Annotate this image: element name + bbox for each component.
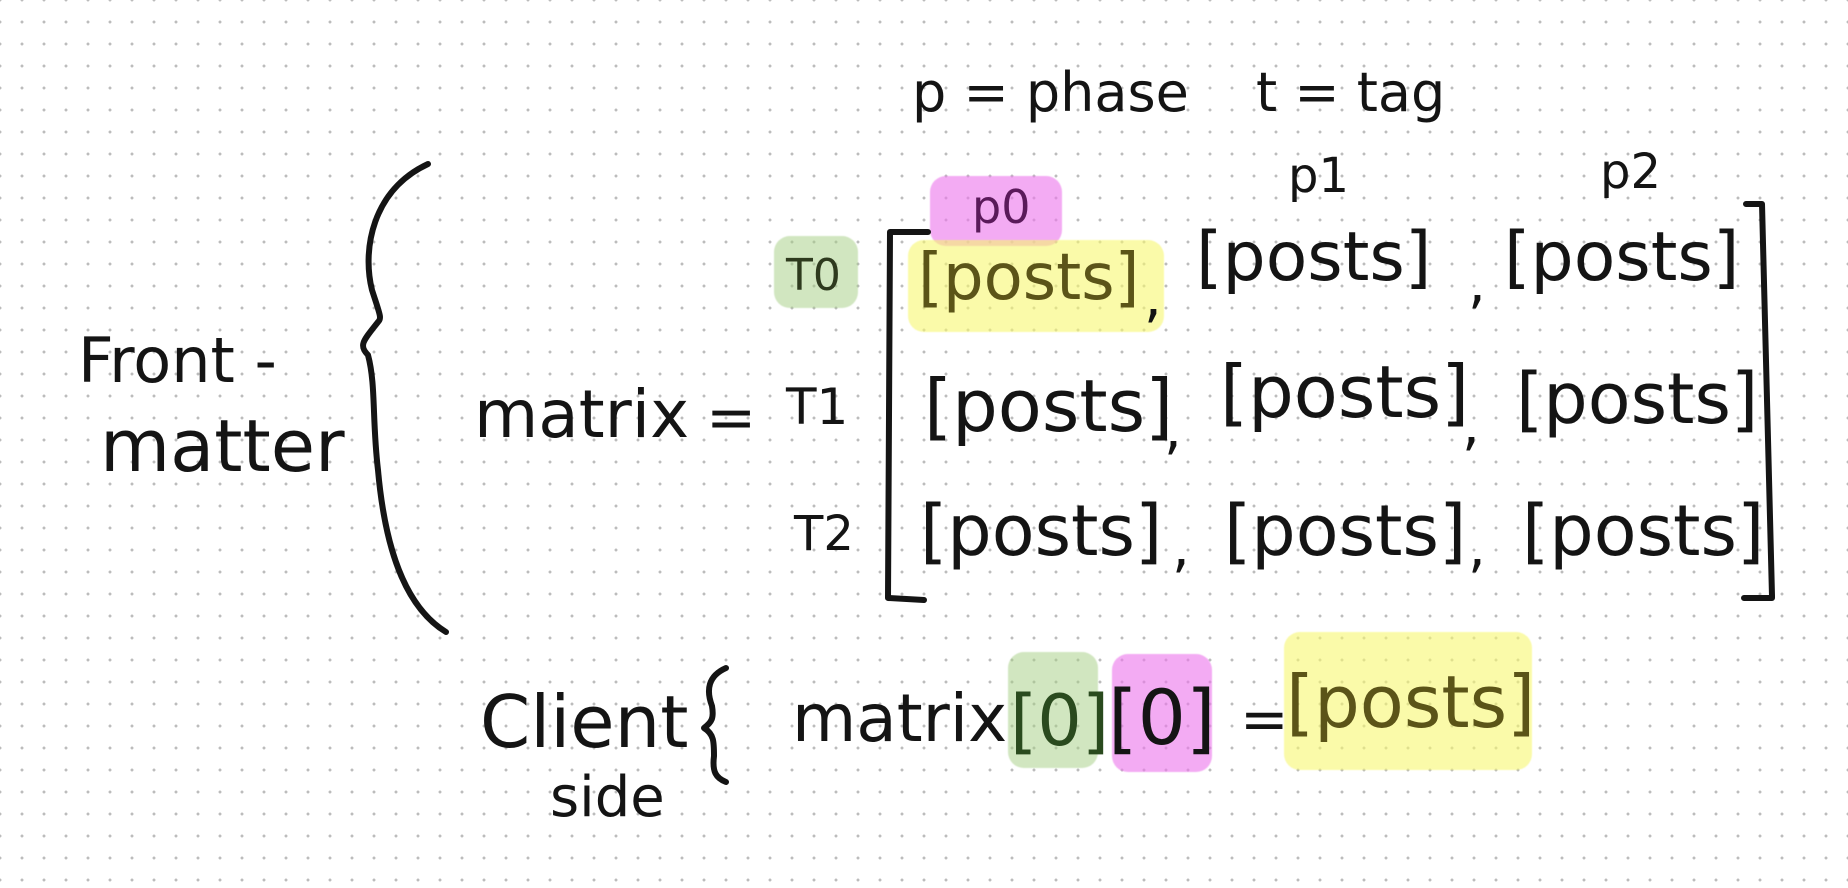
tag-index-highlight xyxy=(1008,652,1098,768)
client-side-label-line2: side xyxy=(550,765,665,830)
cell-separator: , xyxy=(1462,393,1480,458)
column-header-p2: p2 xyxy=(1600,144,1662,200)
result-highlight-client xyxy=(1284,632,1532,770)
matrix-cell-t0-p1: [posts] xyxy=(1196,218,1432,297)
front-matter-label-line1: Front - xyxy=(78,324,277,397)
cell-separator: , xyxy=(1144,265,1162,330)
client-expr-name: matrix xyxy=(792,680,1008,757)
client-expr-equals: = xyxy=(1240,685,1289,753)
cell-separator: , xyxy=(1164,397,1182,462)
matrix-cell-t1-p1: [posts] xyxy=(1220,350,1470,434)
cell-separator: , xyxy=(1468,515,1486,580)
client-expr-tag-index: [0] xyxy=(1010,680,1110,762)
column-header-p0: p0 xyxy=(972,180,1031,234)
client-expr-result: [posts] xyxy=(1286,660,1536,744)
client-side-brace xyxy=(701,665,729,785)
phase-highlight-p0 xyxy=(930,176,1062,246)
matrix-cell-t1-p2: [posts] xyxy=(1516,358,1759,440)
front-matter-label-line2: matter xyxy=(100,404,345,488)
legend-tag: t = tag xyxy=(1256,61,1446,124)
front-matter-brace xyxy=(360,161,449,635)
client-side-label-line1: Client xyxy=(480,680,689,764)
phase-index-highlight xyxy=(1112,654,1212,772)
legend-phase: p = phase xyxy=(912,61,1189,124)
matrix-equals: = xyxy=(706,383,757,453)
matrix-cell-t2-p0: [posts] xyxy=(920,490,1163,572)
cell-separator: , xyxy=(1172,515,1190,580)
matrix-cell-t0-p2: [posts] xyxy=(1504,218,1740,297)
row-label-t2: T2 xyxy=(794,506,854,562)
matrix-cell-t1-p0: [posts] xyxy=(924,364,1174,448)
matrix-label: matrix xyxy=(474,376,690,453)
column-header-p1: p1 xyxy=(1288,148,1350,204)
matrix-cell-t0-p0: [posts] xyxy=(918,241,1140,315)
matrix-cell-t2-p1: [posts] xyxy=(1224,490,1467,572)
client-expr-phase-index: [0] xyxy=(1108,673,1216,762)
cell-separator: , xyxy=(1468,251,1486,316)
row-label-t1: T1 xyxy=(786,378,849,436)
matrix-cell-t2-p2: [posts] xyxy=(1522,490,1765,572)
tag-highlight-t0 xyxy=(774,236,858,308)
result-highlight-cell-t0-p0 xyxy=(908,240,1164,332)
row-label-t0: T0 xyxy=(786,250,841,301)
